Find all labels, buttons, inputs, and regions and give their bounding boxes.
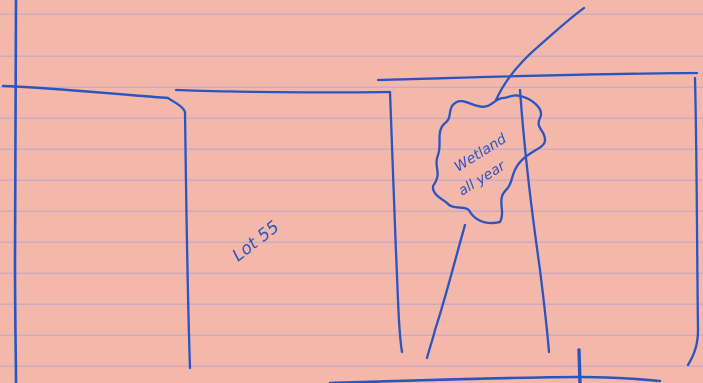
lot-boundary-top-left: [3, 86, 168, 98]
lot55-boundary-top: [176, 90, 390, 92]
lot55-boundary-right: [390, 92, 402, 352]
lot-boundary-top-right: [378, 73, 697, 80]
lot-label: Lot 55: [229, 217, 284, 266]
wetland-outline: [433, 95, 545, 223]
lot-divider-left: [168, 98, 190, 368]
lot-divider-middle: [427, 225, 465, 358]
stream-line: [496, 8, 584, 100]
margin-line: [15, 0, 16, 383]
bottom-tick-mark: [579, 350, 580, 383]
lot-boundary-far-right: [688, 78, 698, 365]
lot-divider-right: [520, 90, 549, 352]
lot-boundary-bottom: [330, 377, 660, 383]
